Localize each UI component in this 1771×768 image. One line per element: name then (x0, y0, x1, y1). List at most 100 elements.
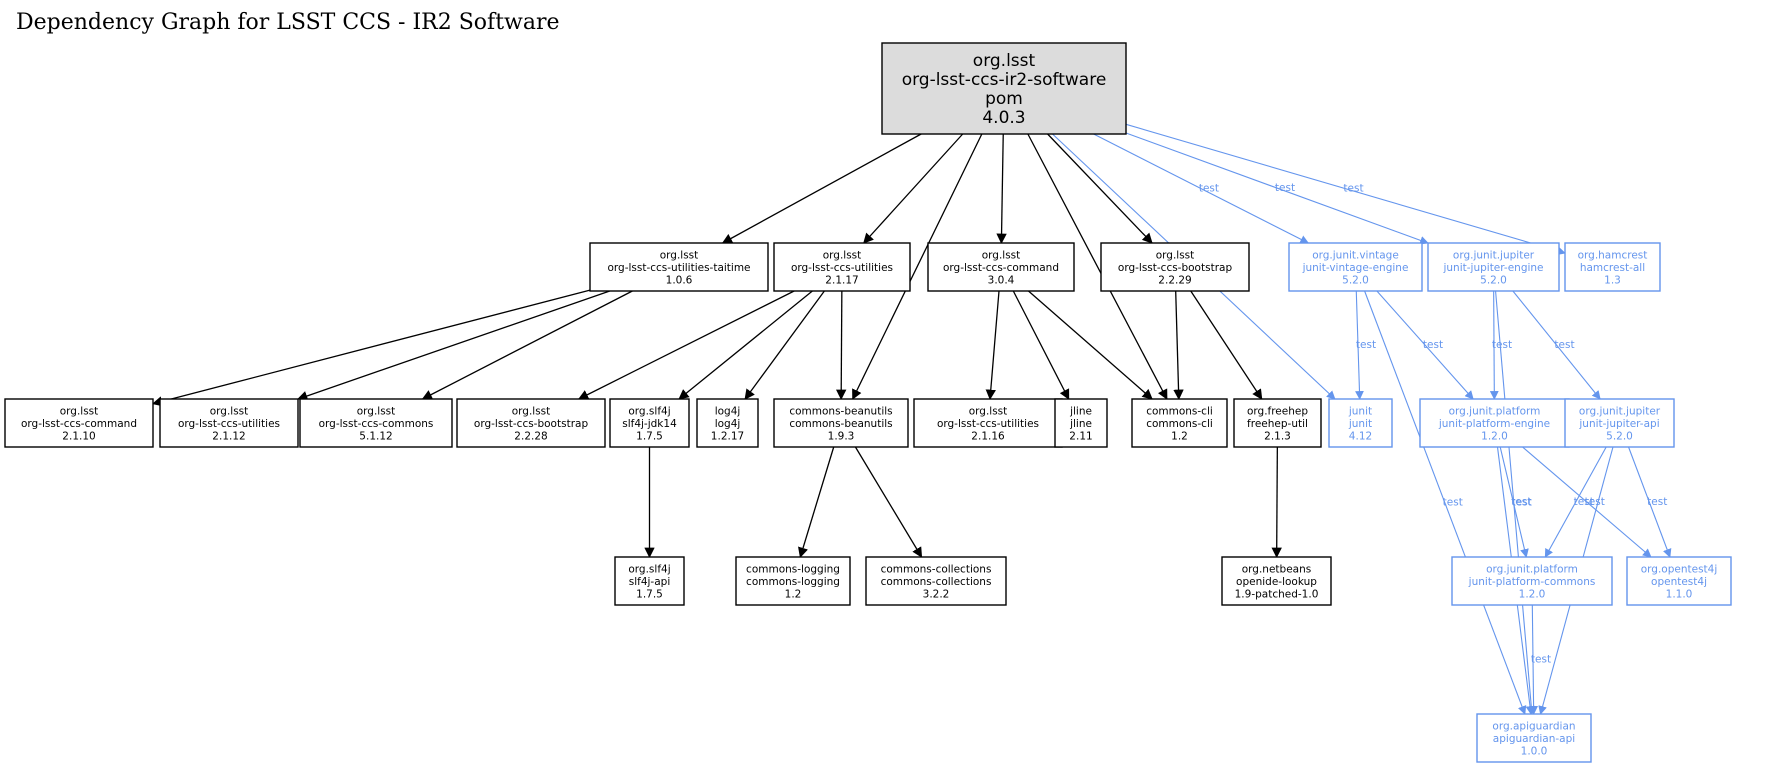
edge-jupapi-opentest (1628, 446, 1672, 558)
edge-freehep-openide (1271, 446, 1282, 559)
node-version: 2.1.10 (62, 431, 95, 443)
node-group: commons-cli (1146, 406, 1213, 418)
node-group: org.apiguardian (1492, 721, 1575, 733)
edge-platengine-platcommons (1499, 446, 1529, 558)
node-version: 5.1.12 (359, 431, 392, 443)
node-box (865, 556, 1007, 606)
edge-beanutils-collections (854, 446, 923, 558)
edge-jupengine-jupapi (1512, 290, 1601, 400)
node-group: org.freehep (1247, 406, 1308, 418)
node-artifact: org-lsst-ccs-utilities (937, 418, 1039, 430)
node-box (1451, 556, 1613, 606)
edge-label: test (1275, 182, 1295, 194)
node-box (1427, 242, 1560, 292)
edge-label: test (1531, 654, 1551, 666)
node-openide: org.netbeansopenide-lookup1.9-patched-1.… (1221, 556, 1332, 606)
node-artifact: junit-platform-commons (1468, 576, 1596, 588)
node-artifact: freehep-util (1247, 418, 1308, 430)
node-version: 3.2.2 (923, 589, 950, 601)
node-group: log4j (715, 406, 741, 418)
node-box (1221, 556, 1332, 606)
edge-root-cmd304 (996, 133, 1007, 245)
node-box (696, 398, 759, 448)
node-box (1476, 713, 1592, 763)
node-box (1564, 398, 1675, 448)
node-artifact: junit-platform-engine (1438, 418, 1550, 430)
node-box (1131, 398, 1228, 448)
node-group: commons-logging (746, 564, 840, 576)
node-platengine: org.junit.platformjunit-platform-engine1… (1419, 398, 1570, 448)
edge-label: test (1356, 339, 1376, 351)
node-platcommons: org.junit.platformjunit-platform-commons… (1451, 556, 1613, 606)
node-version: 1.2.0 (1519, 589, 1546, 601)
edge-jupengine-platengine (1489, 290, 1499, 400)
node-version: 5.2.0 (1606, 431, 1633, 443)
edge-label: test (1492, 339, 1512, 351)
node-artifact: org-lsst-ccs-utilities-taitime (607, 262, 750, 274)
edge-taitime-util2112 (297, 290, 610, 401)
node-group: org.lsst (823, 250, 862, 262)
node-version: 1.9.3 (828, 431, 855, 443)
edge-label: test (1443, 497, 1463, 509)
edge-taitime-cmd2110 (151, 289, 591, 407)
node-box (1054, 398, 1108, 448)
node-group: org.junit.jupiter (1579, 406, 1661, 418)
node-version: 2.1.12 (212, 431, 245, 443)
node-artifact: org-lsst-ccs-command (943, 262, 1059, 274)
node-artifact: openide-lookup (1236, 576, 1317, 588)
node-box (735, 556, 851, 606)
edge-jupapi-platcommons (1544, 446, 1607, 558)
node-group: commons-collections (881, 564, 992, 576)
node-version: 1.0.0 (1521, 746, 1548, 758)
node-box (1626, 556, 1732, 606)
node-box (299, 398, 453, 448)
node-version: 1.7.5 (636, 431, 663, 443)
node-version: 1.9-patched-1.0 (1235, 589, 1319, 601)
edge-vintage-junit (1355, 290, 1364, 400)
node-version: 1.2 (785, 589, 802, 601)
edge-boot2229-cli (1173, 290, 1184, 401)
edge-util2117-beanutils (836, 290, 847, 401)
edge-platengine-opentest (1522, 446, 1652, 558)
node-artifact: commons-cli (1146, 418, 1213, 430)
node-version: 2.1.3 (1264, 431, 1291, 443)
node-artifact: org-lsst-ccs-commons (319, 418, 434, 430)
node-version: 2.1.17 (825, 275, 858, 287)
node-version: 1.0.6 (666, 275, 693, 287)
node-box (1233, 398, 1322, 448)
node-box (614, 556, 685, 606)
edge-cmd304-jline (1012, 290, 1070, 400)
node-group: org.lsst (512, 406, 551, 418)
node-collections: commons-collectionscommons-collections3.… (865, 556, 1007, 606)
node-box (456, 398, 606, 448)
node-version: 5.2.0 (1342, 275, 1369, 287)
edge-label: test (1574, 496, 1594, 508)
node-artifact: hamcrest-all (1580, 262, 1645, 274)
node-version: 1.2.17 (711, 431, 744, 443)
node-box (1288, 242, 1423, 292)
edge-vintage-platengine (1376, 290, 1474, 400)
node-box (159, 398, 299, 448)
node-box (609, 398, 690, 448)
edge-root-beanutils (852, 133, 983, 400)
node-artifact: commons-beanutils (789, 418, 892, 430)
node-group: jline (1069, 406, 1092, 418)
edge-root-taitime (721, 133, 922, 244)
node-artifact: org-lsst-ccs-ir2-software (902, 70, 1107, 90)
edge-boot2229-freehep (1190, 290, 1263, 400)
node-group: org.lsst (973, 51, 1036, 71)
node-version: 2.2.28 (514, 431, 547, 443)
node-group: org.lsst (982, 250, 1021, 262)
node-version: 3.0.4 (988, 275, 1015, 287)
node-version: 2.1.16 (971, 431, 1005, 443)
node-artifact: commons-logging (746, 576, 840, 588)
node-group: org.opentest4j (1641, 564, 1718, 576)
